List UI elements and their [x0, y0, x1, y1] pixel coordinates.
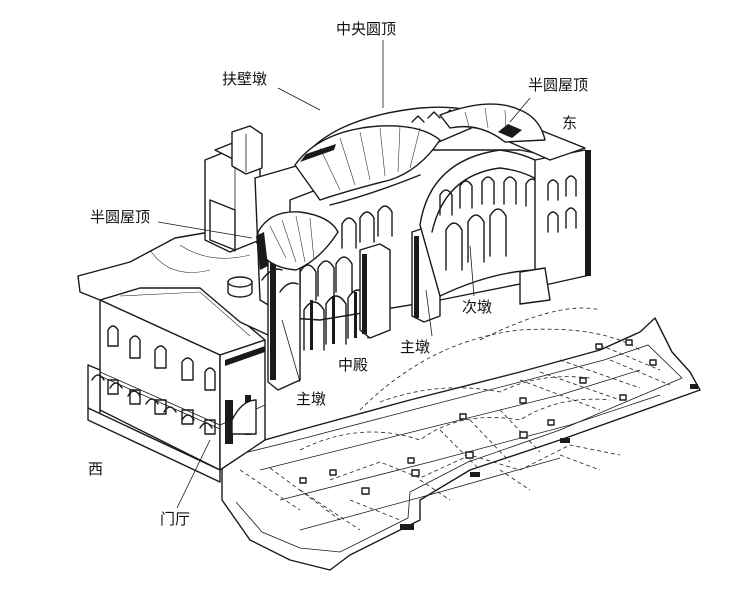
- label-semi-dome-west: 半圆屋顶: [90, 208, 151, 226]
- label-vestibule: 门厅: [160, 510, 191, 528]
- west-vestibule-building: [87, 284, 266, 483]
- label-main-pier-left: 主墩: [296, 390, 327, 408]
- label-semi-dome-east: 半圆屋顶: [528, 76, 589, 94]
- west-semi-dome: [256, 211, 339, 293]
- label-east: 东: [562, 114, 578, 132]
- label-buttress-pier: 扶壁墩: [222, 70, 268, 88]
- label-nave: 中殿: [338, 356, 369, 374]
- label-main-pier-right: 主墩: [400, 338, 431, 356]
- leader-lines: [157, 40, 531, 509]
- label-central-dome: 中央圆顶: [336, 20, 397, 38]
- buttress-pier: [204, 125, 263, 253]
- exedra-windows: [439, 176, 539, 271]
- floor-plan: [221, 307, 701, 571]
- central-dome: [294, 103, 546, 206]
- label-west: 西: [88, 460, 104, 478]
- label-secondary-pier: 次墩: [462, 298, 493, 316]
